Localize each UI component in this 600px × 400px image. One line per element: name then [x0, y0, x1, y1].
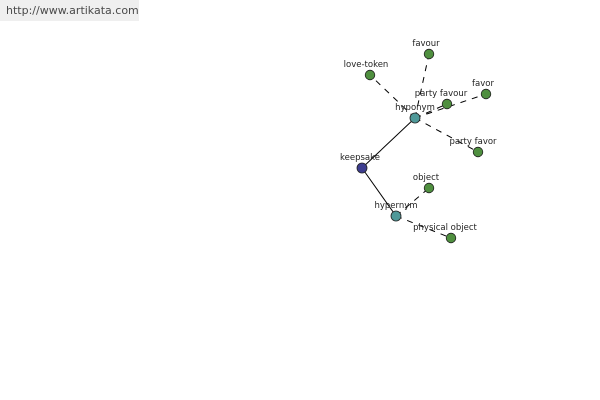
node-label-favor: favor: [472, 79, 494, 89]
node-favor[interactable]: [480, 88, 492, 100]
node-label-party-favour: party favour: [415, 89, 468, 99]
node-favour[interactable]: [423, 48, 435, 60]
node-label-keepsake: keepsake: [340, 153, 380, 163]
edge-hypernym-object: [395, 187, 430, 217]
node-love-token[interactable]: [364, 69, 376, 81]
node-party-favor[interactable]: [472, 146, 484, 158]
edge-keepsake-hyponym: [361, 117, 416, 169]
node-label-hyponym: hyponym: [395, 103, 435, 113]
node-label-love-token: love-token: [344, 60, 389, 70]
edge-keepsake-hypernym: [361, 167, 397, 217]
node-object[interactable]: [423, 182, 435, 194]
edge-hypernym-physical-object: [395, 215, 452, 239]
node-physical-object[interactable]: [445, 232, 457, 244]
edge-hyponym-party-favour: [414, 103, 448, 119]
node-label-object: object: [413, 173, 440, 183]
edge-hyponym-love-token: [369, 74, 416, 119]
node-label-favour: favour: [412, 39, 440, 49]
node-label-party-favor: party favor: [449, 137, 497, 147]
node-hyponym[interactable]: [409, 112, 421, 124]
node-party-favour[interactable]: [441, 98, 453, 110]
node-keepsake[interactable]: [356, 162, 368, 174]
graph-nodes: keepsake hyponym hypernym favour love-token p…: [340, 39, 497, 244]
node-label-hypernym: hypernym: [374, 201, 417, 211]
node-hypernym[interactable]: [390, 210, 402, 222]
node-label-physical-object: physical object: [413, 223, 477, 233]
graph-edges: [361, 53, 487, 239]
site-url[interactable]: http://www.artikata.com: [0, 0, 139, 21]
